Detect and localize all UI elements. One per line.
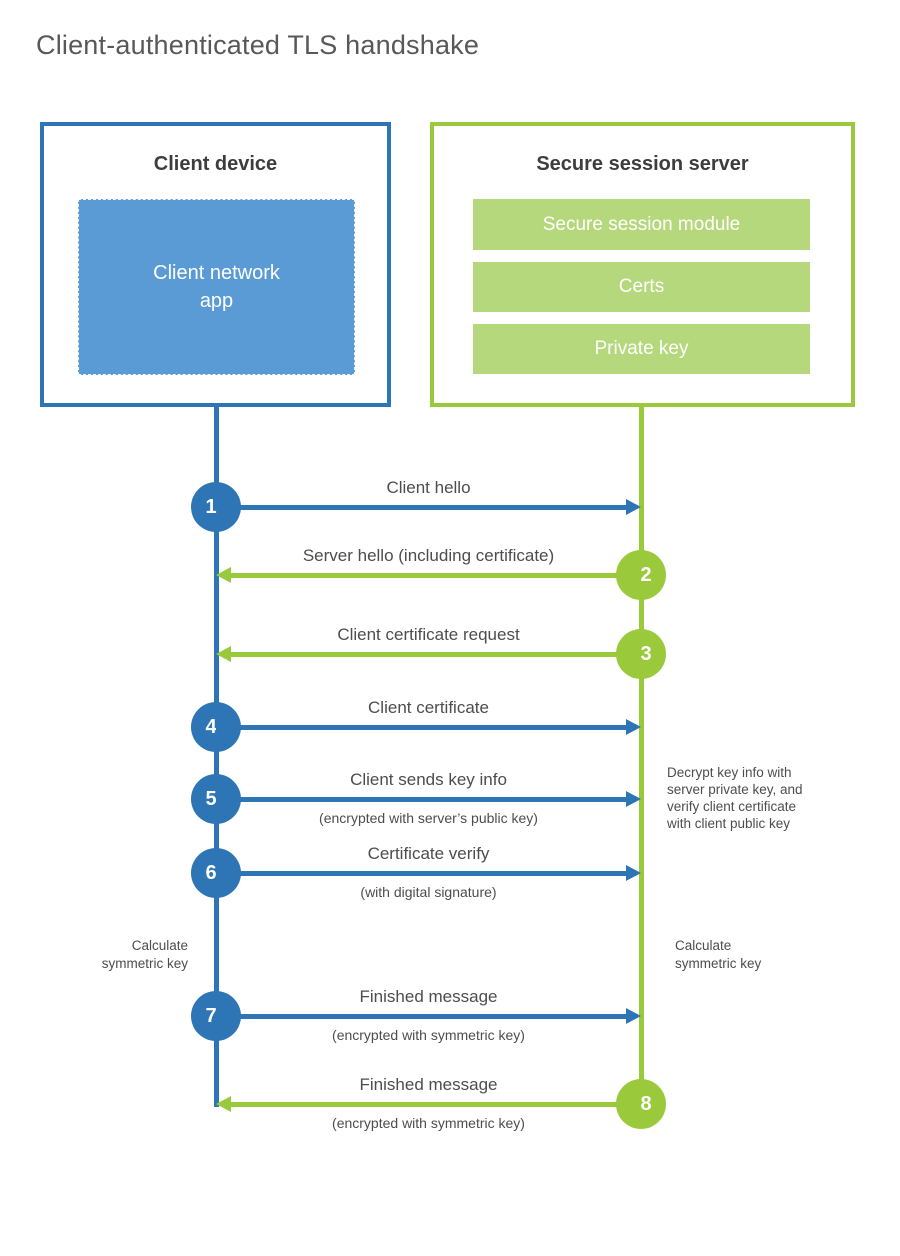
step-2-arrow-head-icon [216,567,231,583]
client-device-header: Client device [153,153,278,175]
step-2-circle: 2 [616,550,666,600]
step-5-sublabel: (encrypted with server’s public key) [319,810,538,826]
secure-session-server-box: Secure session server Secure session mod… [430,122,855,407]
server-module-private-key: Private key [473,324,810,374]
step-1-arrow-line [216,505,628,510]
step-3-arrow-head-icon [216,646,231,662]
step-8-number: 8 [640,1092,652,1115]
server-calculate-symmetric-key-note: Calculate symmetric key [675,938,762,971]
step-5-number: 5 [205,787,217,810]
step-7-arrow-head-icon [626,1008,641,1024]
step-7-arrow-line [216,1014,628,1019]
step-7-sublabel: (encrypted with symmetric key) [332,1027,525,1043]
client-network-app-box: Client network app [78,199,355,375]
step-5-arrow-head-icon [626,791,641,807]
step-8-sublabel: (encrypted with symmetric key) [332,1115,525,1131]
step-4-label: Client certificate [368,698,489,717]
client-lifeline [214,407,219,1107]
step-6-label: Certificate verify [367,844,490,863]
server-module-certs: Certs [473,262,810,312]
step-1-arrow-head-icon [626,499,641,515]
server-decrypt-note: Decrypt key info with server private key… [667,765,803,831]
step-6-number: 6 [205,861,217,884]
step-1-number: 1 [205,495,217,518]
step-2-number: 2 [640,563,652,586]
step-2-arrow-line [229,573,641,578]
step-8-label: Finished message [359,1075,498,1094]
server-lifeline [639,407,644,1128]
step-3-label: Client certificate request [337,625,520,644]
step-8-arrow-line [229,1102,641,1107]
step-4-arrow-line [216,725,628,730]
page-title: Client-authenticated TLS handshake [36,30,480,60]
step-4-arrow-head-icon [626,719,641,735]
step-1-label: Client hello [386,478,471,497]
step-7-label: Finished message [359,987,498,1006]
step-5-arrow-line [216,797,628,802]
server-module-secure-session: Secure session module [473,199,810,250]
client-device-box: Client device Client network app [40,122,391,407]
step-4-number: 4 [205,715,217,738]
step-2-label: Server hello (including certificate) [302,546,555,565]
client-calculate-symmetric-key-note: Calculate symmetric key [101,938,188,971]
step-6-arrow-line [216,871,628,876]
secure-session-server-header: Secure session server [536,153,749,175]
step-7-number: 7 [205,1004,217,1027]
step-6-sublabel: (with digital signature) [360,884,497,900]
step-3-number: 3 [640,642,652,665]
step-8-circle: 8 [616,1079,666,1129]
step-3-arrow-line [229,652,641,657]
step-8-arrow-head-icon [216,1096,231,1112]
step-6-arrow-head-icon [626,865,641,881]
step-5-label: Client sends key info [350,770,507,789]
